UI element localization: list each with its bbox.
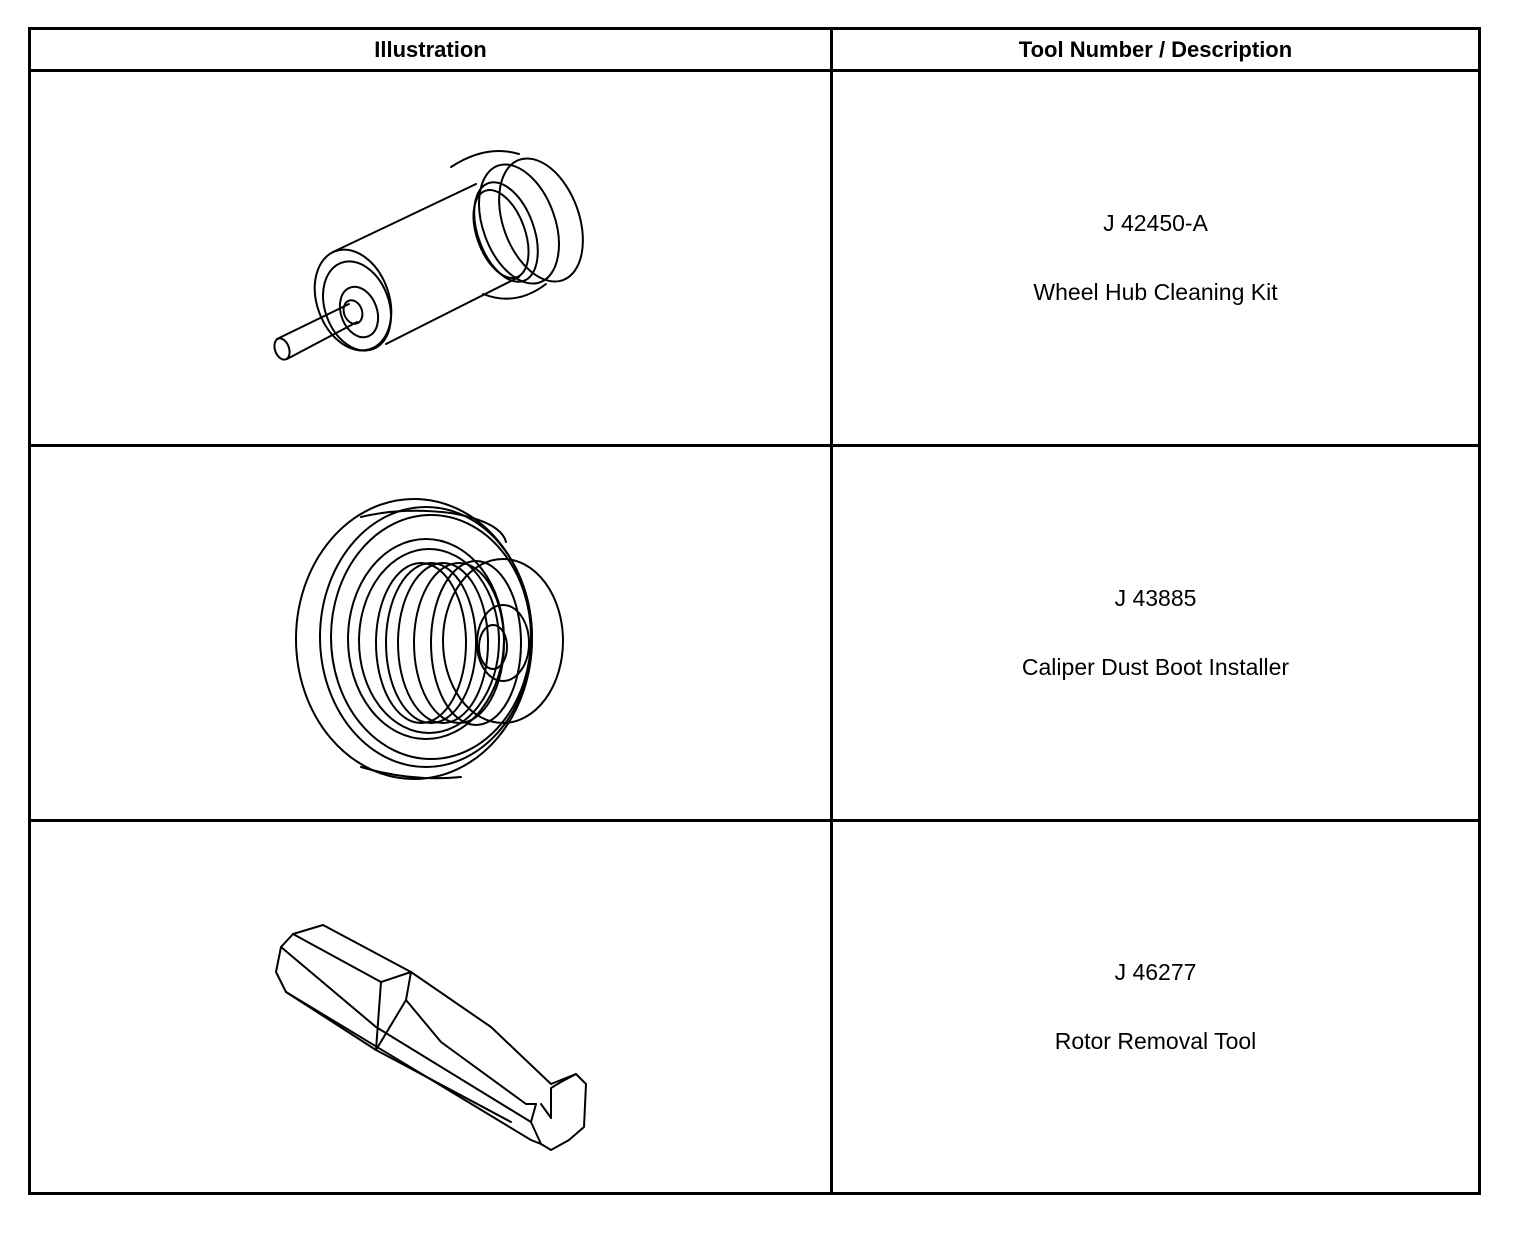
illustration-column-header: Illustration <box>31 30 833 69</box>
description-cell: J 43885 Caliper Dust Boot Installer <box>833 447 1478 819</box>
table-row: J 46277 Rotor Removal Tool <box>31 822 1478 1192</box>
illustration-cell <box>31 447 833 819</box>
caliper-dust-boot-installer-illustration <box>295 498 564 780</box>
wheel-hub-cleaning-kit-illustration <box>273 150 584 361</box>
tool-name: Wheel Hub Cleaning Kit <box>1033 279 1278 305</box>
tool-number: J 42450-A <box>1103 210 1208 236</box>
description-cell: J 46277 Rotor Removal Tool <box>833 822 1478 1192</box>
special-tools-table: Illustration Tool Number / Description <box>28 27 1481 1195</box>
tool-name: Rotor Removal Tool <box>1054 1028 1257 1054</box>
rotor-removal-tool-illustration <box>275 924 587 1151</box>
tool-number: J 43885 <box>1114 585 1197 611</box>
illustration-cell <box>31 72 833 444</box>
illustration-cell <box>31 822 833 1192</box>
table-row: J 43885 Caliper Dust Boot Installer <box>31 447 1478 822</box>
description-column-header: Tool Number / Description <box>1018 36 1293 62</box>
description-cell: J 42450-A Wheel Hub Cleaning Kit <box>833 72 1478 444</box>
table-header-row: Illustration Tool Number / Description <box>31 30 1478 72</box>
table-row: J 42450-A Wheel Hub Cleaning Kit <box>31 72 1478 447</box>
tool-number: J 46277 <box>1114 959 1197 985</box>
tool-name: Caliper Dust Boot Installer <box>1021 654 1290 680</box>
